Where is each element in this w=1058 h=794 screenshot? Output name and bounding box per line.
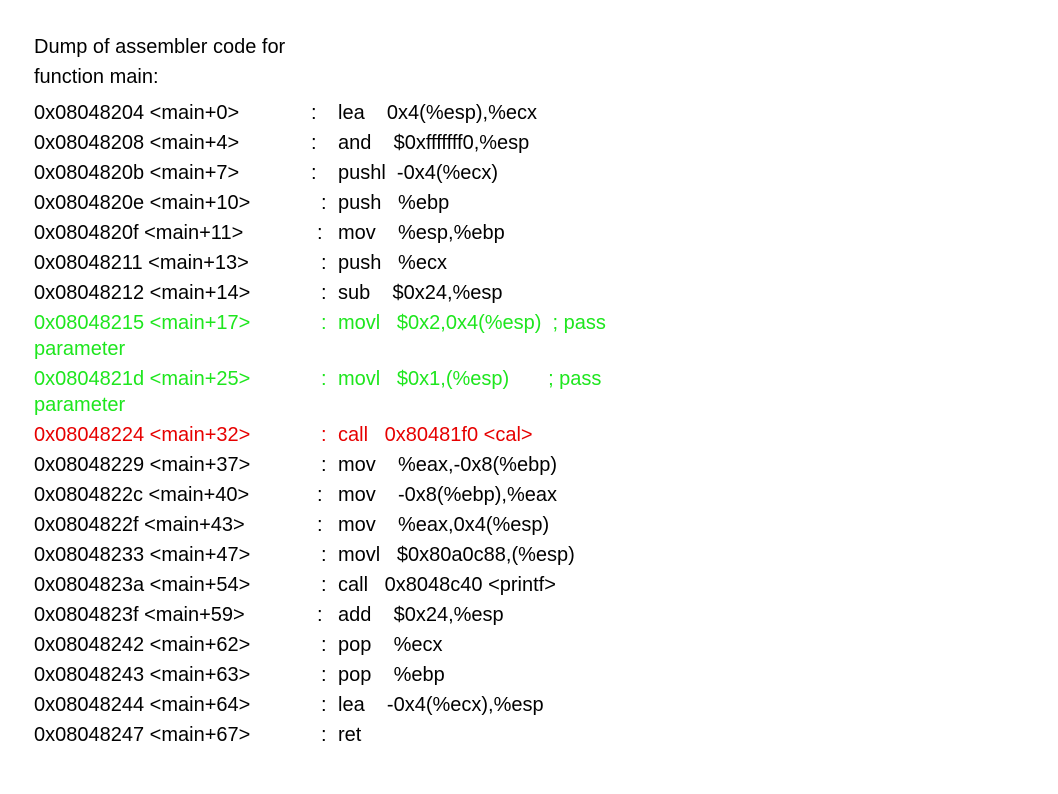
address-separator: : [321, 192, 327, 214]
instruction-text: call 0x8048c40 <printf> [338, 574, 556, 596]
dump-title-line-1: Dump of assembler code for [34, 36, 286, 58]
address-separator: : [321, 664, 327, 686]
instruction-text: movl $0x2,0x4(%esp) ; pass [338, 312, 606, 334]
assembler-dump: Dump of assembler code for function main… [34, 32, 1024, 750]
dump-title-line-2: function main: [34, 66, 159, 88]
instruction-address: 0x08048211 <main+13> [34, 252, 249, 274]
address-separator: : [321, 724, 327, 746]
address-separator: : [317, 604, 323, 626]
instruction-address: 0x08048247 <main+67> [34, 724, 251, 746]
instruction-row: 0x08048224 <main+32>: call 0x80481f0 <cal… [34, 420, 1024, 450]
instruction-text: push %ebp [338, 192, 450, 214]
instruction-row: 0x08048243 <main+63>: pop %ebp [34, 660, 1024, 690]
instruction-text: sub $0x24,%esp [338, 282, 503, 304]
instruction-row: 0x08048233 <main+47>: movl $0x80a0c88,(%e… [34, 540, 1024, 570]
instruction-address: 0x08048204 <main+0> [34, 102, 240, 124]
instruction-address: 0x0804823a <main+54> [34, 574, 251, 596]
instruction-address: 0x08048244 <main+64> [34, 694, 251, 716]
instruction-row: 0x08048212 <main+14>: sub $0x24,%esp [34, 278, 1024, 308]
instruction-row: 0x08048244 <main+64>: lea -0x4(%ecx),%esp [34, 690, 1024, 720]
address-separator: : [317, 222, 323, 244]
address-separator: : [321, 454, 327, 476]
instruction-address: 0x08048233 <main+47> [34, 544, 251, 566]
instruction-text: push %ecx [338, 252, 447, 274]
instruction-row: 0x0804823a <main+54>: call 0x8048c40 <pri… [34, 570, 1024, 600]
instruction-text: add $0x24,%esp [338, 604, 504, 626]
address-separator: : [317, 514, 323, 536]
instruction-comment-continuation: parameter [34, 338, 126, 360]
address-separator: : [321, 544, 327, 566]
instruction-row: 0x0804820b <main+7>: pushl -0x4(%ecx) [34, 158, 1024, 188]
instruction-row: 0x0804821d <main+25>: movl $0x1,(%esp) ; … [34, 364, 1024, 420]
instruction-address: 0x0804820b <main+7> [34, 162, 240, 184]
instruction-address: 0x08048243 <main+63> [34, 664, 251, 686]
instruction-text: lea -0x4(%ecx),%esp [338, 694, 544, 716]
instruction-text: movl $0x80a0c88,(%esp) [338, 544, 575, 566]
instruction-address: 0x08048212 <main+14> [34, 282, 251, 304]
instruction-row: 0x0804822c <main+40>: mov -0x8(%ebp),%eax [34, 480, 1024, 510]
address-separator: : [321, 252, 327, 274]
address-separator: : [321, 634, 327, 656]
instruction-row: 0x0804822f <main+43>: mov %eax,0x4(%esp) [34, 510, 1024, 540]
instruction-text: mov %esp,%ebp [338, 222, 505, 244]
address-separator: : [311, 102, 317, 124]
instruction-address: 0x0804822f <main+43> [34, 514, 245, 536]
instruction-row: 0x08048215 <main+17>: movl $0x2,0x4(%esp)… [34, 308, 1024, 364]
address-separator: : [321, 368, 327, 390]
instruction-text: mov -0x8(%ebp),%eax [338, 484, 557, 506]
instruction-row: 0x08048247 <main+67>: ret [34, 720, 1024, 750]
instruction-text: lea 0x4(%esp),%ecx [338, 102, 537, 124]
instruction-text: call 0x80481f0 <cal> [338, 424, 533, 446]
address-separator: : [317, 484, 323, 506]
instruction-address: 0x08048224 <main+32> [34, 424, 251, 446]
instruction-comment-continuation: parameter [34, 394, 126, 416]
instruction-row: 0x0804820e <main+10>: push %ebp [34, 188, 1024, 218]
instruction-address: 0x0804821d <main+25> [34, 368, 251, 390]
address-separator: : [311, 162, 317, 184]
instruction-text: mov %eax,-0x8(%ebp) [338, 454, 557, 476]
instruction-address: 0x08048229 <main+37> [34, 454, 251, 476]
instruction-row: 0x08048208 <main+4>: and $0xfffffff0,%esp [34, 128, 1024, 158]
instruction-text: pop %ecx [338, 634, 443, 656]
instruction-address: 0x0804822c <main+40> [34, 484, 250, 506]
instruction-text: pushl -0x4(%ecx) [338, 162, 499, 184]
instruction-row: 0x08048229 <main+37>: mov %eax,-0x8(%ebp) [34, 450, 1024, 480]
instruction-row: 0x0804823f <main+59>: add $0x24,%esp [34, 600, 1024, 630]
instruction-address: 0x0804820f <main+11> [34, 222, 244, 244]
instruction-text: ret [338, 724, 362, 746]
instruction-row: 0x08048242 <main+62>: pop %ecx [34, 630, 1024, 660]
instruction-text: movl $0x1,(%esp) ; pass [338, 368, 602, 390]
instruction-text: pop %ebp [338, 664, 445, 686]
instruction-address: 0x08048208 <main+4> [34, 132, 240, 154]
address-separator: : [321, 312, 327, 334]
address-separator: : [311, 132, 317, 154]
instruction-row: 0x08048204 <main+0>: lea 0x4(%esp),%ecx [34, 98, 1024, 128]
instruction-text: mov %eax,0x4(%esp) [338, 514, 550, 536]
address-separator: : [321, 574, 327, 596]
instruction-address: 0x08048242 <main+62> [34, 634, 251, 656]
address-separator: : [321, 424, 327, 446]
instruction-row: 0x0804820f <main+11>: mov %esp,%ebp [34, 218, 1024, 248]
instruction-address: 0x0804820e <main+10> [34, 192, 251, 214]
address-separator: : [321, 282, 327, 304]
instruction-address: 0x0804823f <main+59> [34, 604, 245, 626]
address-separator: : [321, 694, 327, 716]
instruction-text: and $0xfffffff0,%esp [338, 132, 530, 154]
instruction-row: 0x08048211 <main+13>: push %ecx [34, 248, 1024, 278]
instruction-address: 0x08048215 <main+17> [34, 312, 251, 334]
